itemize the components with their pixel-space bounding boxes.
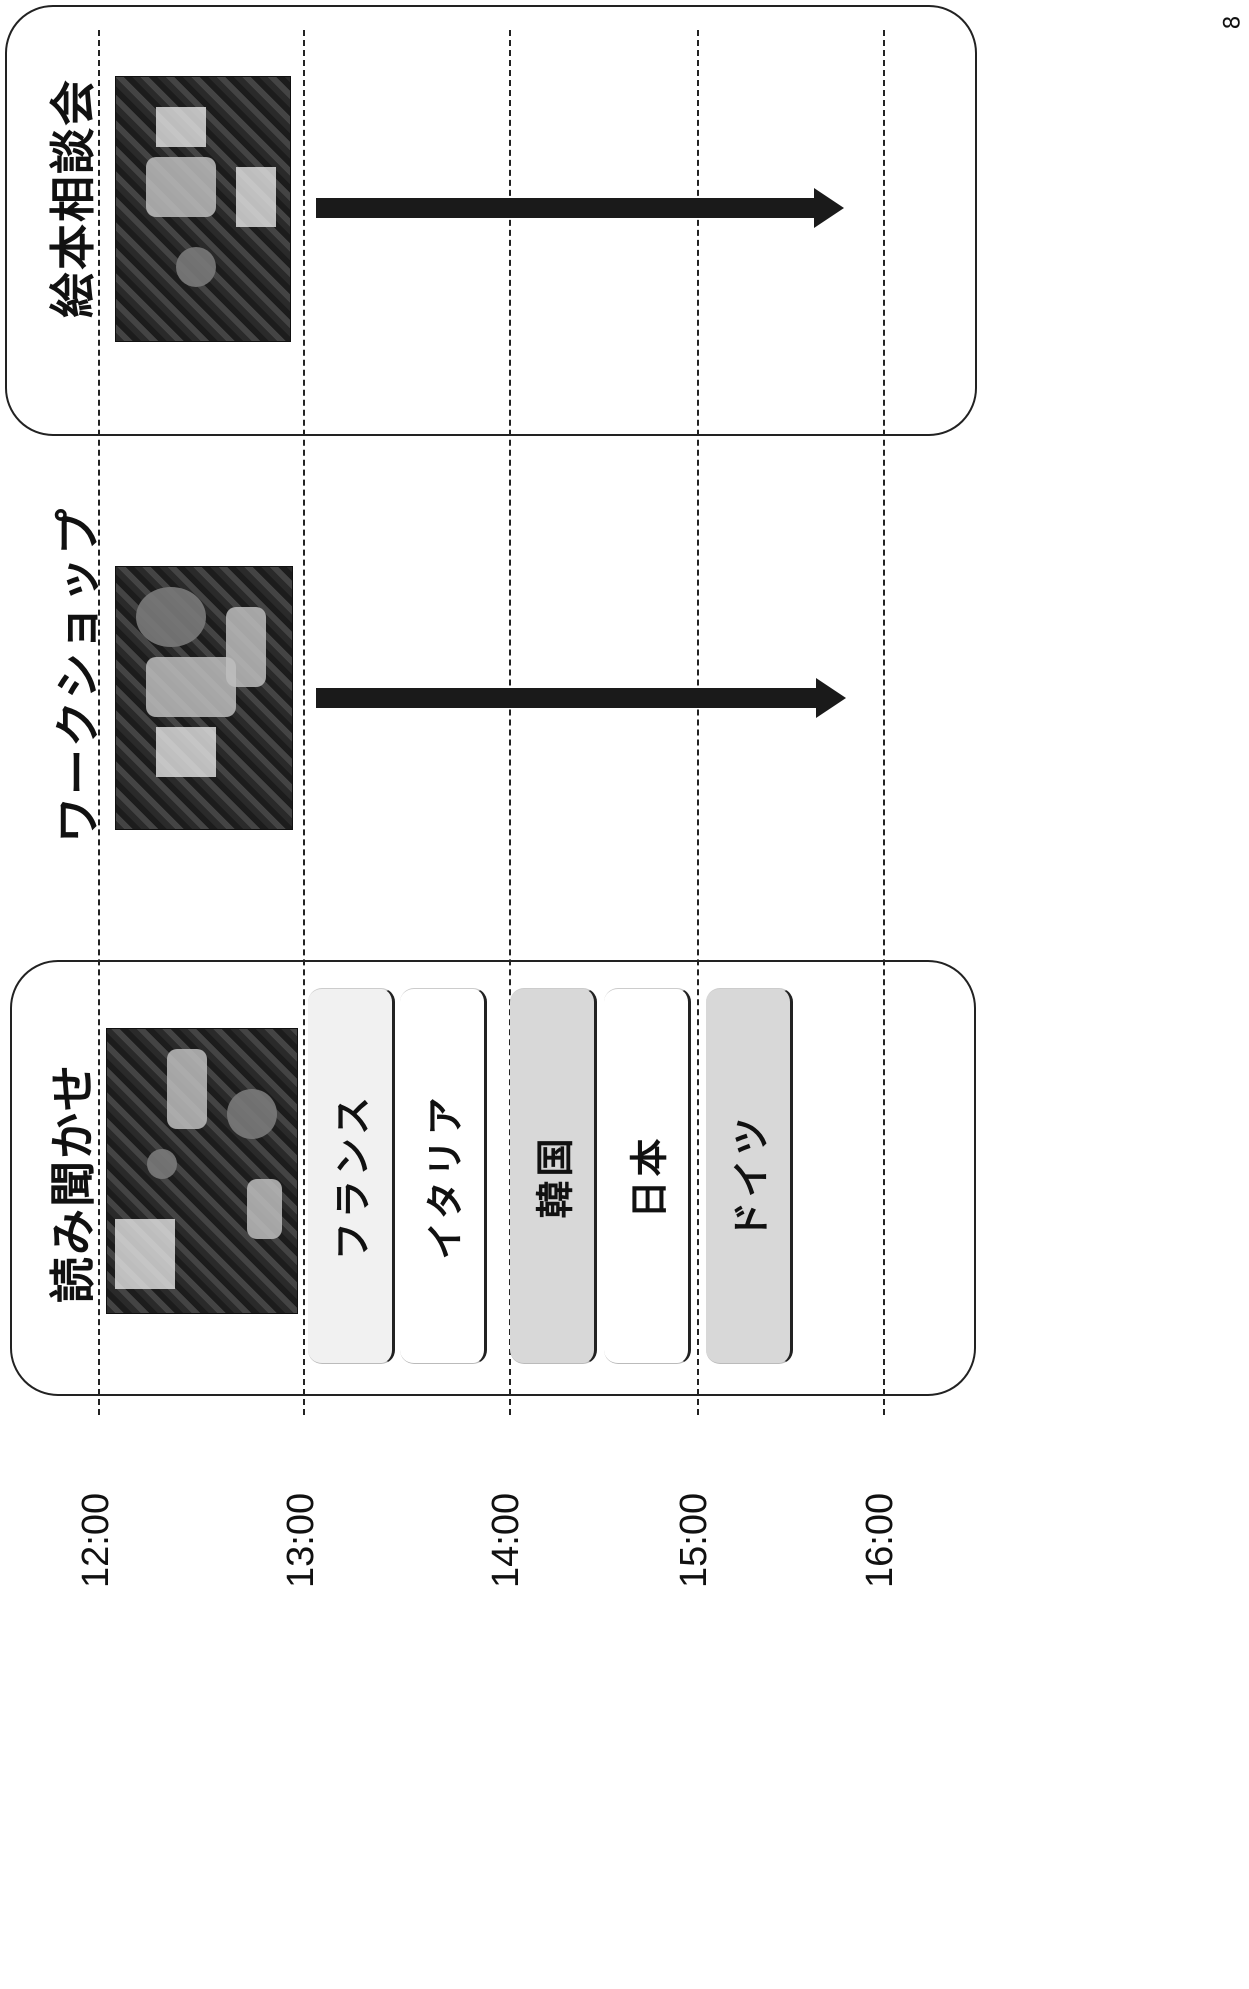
- event-title-workshop: ワークショップ: [51, 507, 105, 843]
- language-label: ドイツ: [729, 1112, 774, 1240]
- language-label: 日本: [627, 1133, 672, 1219]
- page-number: 8: [1220, 15, 1246, 30]
- reading-photo: [106, 1028, 298, 1314]
- time-label-1400: 14:00: [485, 1492, 527, 1588]
- event-lane-reading: [10, 960, 976, 1396]
- workshop-photo: [115, 566, 293, 830]
- language-box-germany: ドイツ: [706, 988, 793, 1364]
- time-line-1200: [98, 30, 100, 1415]
- consultation-duration-arrow: [316, 188, 846, 228]
- time-line-1300: [303, 30, 305, 1415]
- language-box-france: フランス: [308, 988, 395, 1364]
- event-lane-consultation: [5, 5, 977, 436]
- time-label-1200: 12:00: [75, 1492, 117, 1588]
- language-label: 韓国: [533, 1133, 578, 1219]
- time-line-1400: [509, 30, 511, 1415]
- language-label: イタリア: [423, 1092, 468, 1260]
- consultation-photo: [115, 76, 291, 342]
- time-line-1600: [883, 30, 885, 1415]
- language-box-korea: 韓国: [510, 988, 597, 1364]
- language-box-japan: 日本: [604, 988, 691, 1364]
- time-label-1300: 13:00: [280, 1492, 322, 1588]
- language-box-italy: イタリア: [400, 988, 487, 1364]
- time-label-1600: 16:00: [859, 1492, 901, 1588]
- language-label: フランス: [331, 1092, 376, 1260]
- time-label-1500: 15:00: [673, 1492, 715, 1588]
- workshop-duration-arrow: [316, 678, 848, 718]
- event-title-consultation: 絵本相談会: [46, 78, 100, 318]
- event-title-reading: 読み聞かせ: [46, 1063, 100, 1303]
- time-line-1500: [697, 30, 699, 1415]
